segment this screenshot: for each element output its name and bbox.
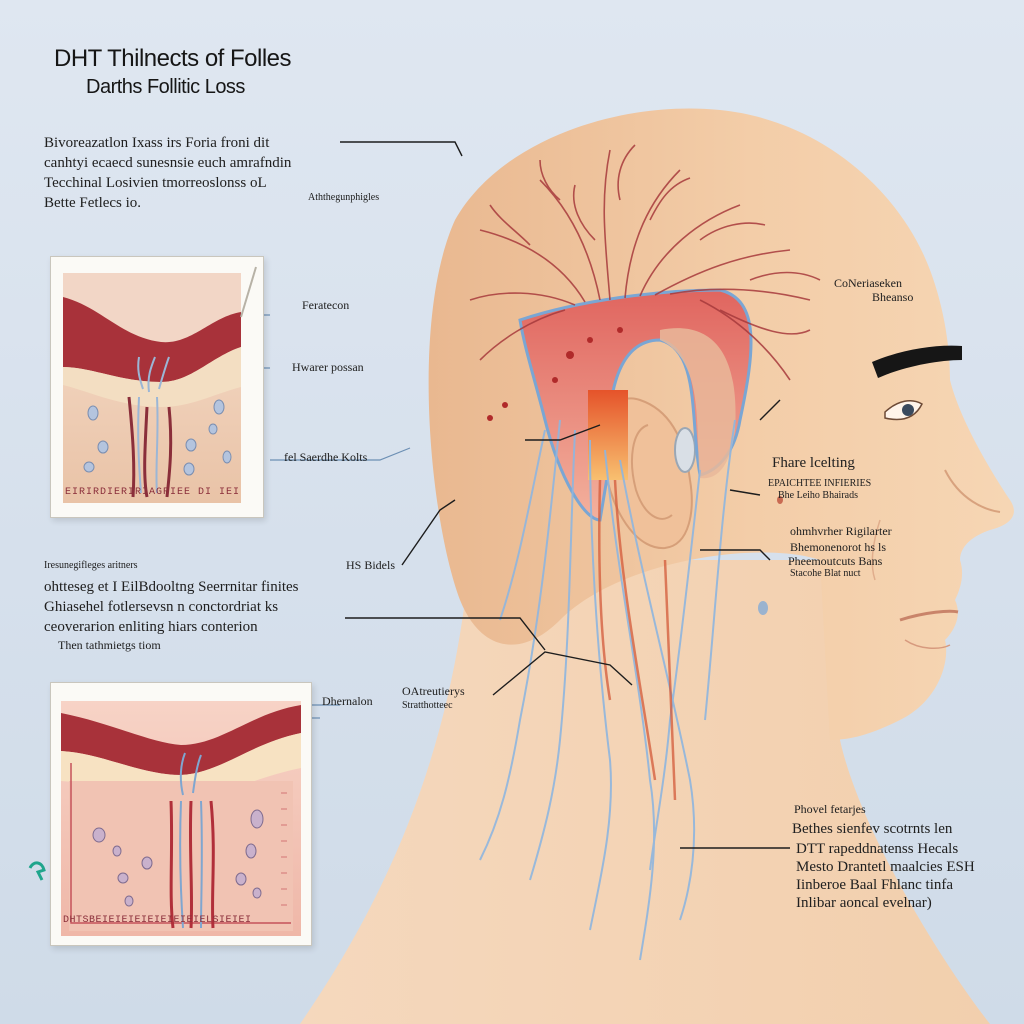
label-right-mid: Fhare lcelting [772,455,855,471]
label-right-b1: ohmhvrher Rigilarter [790,524,892,538]
panel-1-caption: EIRIRDIERIRIAGRIEE DI IEI [65,487,241,498]
label-panel1-c: fel Saerdhe Kolts [284,450,368,464]
label-br-3: DTT rapeddnatenss Hecals [796,841,959,857]
mid-line-4: Then tathmietgs tiom [58,638,161,652]
label-panel2-a: Dhernalon [322,694,373,708]
intro-line-2: canhtyi ecaecd sunesnsie euch amrafndin [44,155,292,171]
title-line-2: Darths Follitic Loss [86,76,245,98]
mid-line-2: Ghiasehel fotlersevsn n conctordriat ks [44,599,279,615]
label-panel2-c: Stratthotteec [402,700,453,711]
label-right-b4: Stacohe Blat nuct [790,568,861,579]
nerve-strands [479,419,736,961]
title-line-1: DHT Thilnects of Folles [54,45,292,72]
panel-1-drawing [63,266,257,503]
label-right-b2: Bhemonenorot hs ls [790,540,886,554]
mid-line-3: ceoverarion enliting hiars conterion [44,619,258,635]
panel-2-caption: DHTSBEIEIEIEIEIEIEIEIELSIEIEI [63,915,252,926]
label-br-1: Phovel fetarjes [794,802,866,816]
neck-shape [300,560,990,1024]
mid-small-label: Iresunegifleges aritners [44,560,138,571]
label-br-5: Iinberoe Baal Fhlanc tinfa [796,877,954,893]
iris-shape [902,404,914,416]
panel-2-drawing [61,701,301,936]
eyebrow-shape [872,345,962,378]
intro-line-3: Tecchinal Losivien tmorreoslonss oL [44,175,267,191]
intro-line-4: Bette Fetlecs io. [44,195,142,211]
panel-follicle-affected: DHTSBEIEIEIEIEIEIEIEIELSIEIEI [50,682,312,946]
label-top-center: Aththegunphigles [308,192,380,203]
label-right-top-2: Bheanso [872,290,914,304]
mid-line-1: ohtteseg et I EilBdooltng Seerrnitar fin… [44,579,299,595]
label-right-mid-sub2: Bhe Leiho Bhairads [778,490,858,501]
panel-follicle-healthy: EIRIRDIERIRIAGRIEE DI IEI [50,256,264,518]
label-panel1-a: Feratecon [302,298,350,312]
label-br-2: Bethes sienfev scotrnts len [792,821,953,837]
label-br-4: Mesto Drantetl maalcies ESH [796,859,975,875]
label-br-6: Inlibar aoncal evelnar) [796,895,932,911]
label-right-b3: Pheemoutcuts Bans [788,554,883,568]
label-panel2-b: OAtreutierys [402,684,465,698]
blood-vessels [469,144,821,381]
leader-lines [340,141,790,849]
intro-line-1: Bivoreazatlon Ixass irs Foria froni dit [44,135,270,151]
label-panel1-b: Hwarer possan [292,360,364,374]
label-hs-bidels: HS Bidels [346,558,396,572]
label-right-mid-sub1: EPAICHTEE INFIERIES [768,478,872,489]
label-right-top-1: CoNeriaseken [834,276,902,290]
